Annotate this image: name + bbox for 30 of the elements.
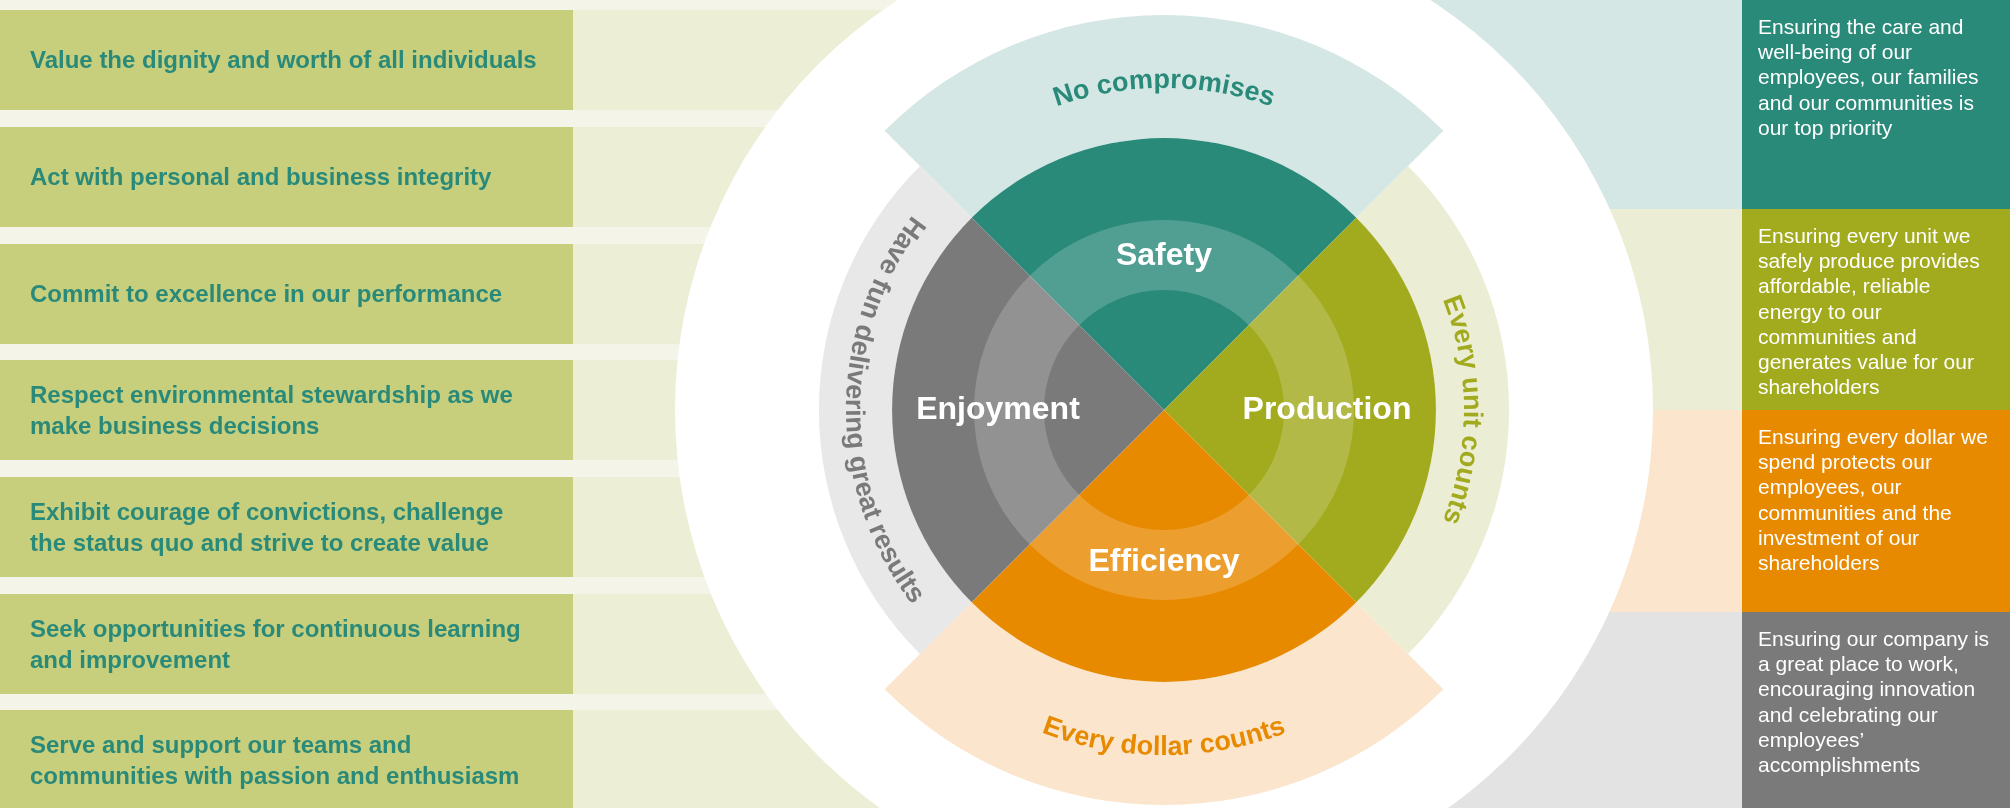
arc-band	[884, 15, 1444, 218]
value-panel	[0, 477, 573, 577]
value-text: Respect environmental stewardship as we make business decisions	[30, 379, 514, 441]
quadrant-label: Production	[1242, 390, 1412, 426]
value-panel	[0, 127, 573, 227]
description-text: Ensuring every unit we safely produce provides affordable, reliable energy to our communities and generates value for our shareholders	[1758, 223, 1981, 400]
value-panel	[0, 10, 573, 110]
description-text: Ensuring the care and well-being of our employees, our families and our communities is our top priority	[1758, 14, 1980, 140]
value-panel	[0, 594, 573, 694]
value-text: Value the dignity and worth of all individuals	[30, 45, 537, 76]
value-panel	[0, 244, 573, 344]
arc-label: No compromises	[1049, 63, 1280, 113]
value-text: Commit to excellence in our performance	[30, 279, 503, 310]
quadrant-label: Safety	[1116, 236, 1212, 272]
description-text: Ensuring every dollar we spend protects our employees, our communities and the investment of our shareholders	[1758, 424, 1989, 576]
quadrant-label: Enjoyment	[916, 390, 1080, 426]
description-panel	[1742, 410, 2010, 612]
arc-label: Every dollar counts	[1039, 710, 1289, 762]
description-panel	[1742, 209, 2010, 410]
value-panel	[0, 360, 573, 460]
value-text: Exhibit courage of convictions, challenge the status quo and strive to create value	[30, 496, 505, 558]
value-panel	[0, 710, 573, 808]
arc-band	[884, 602, 1444, 805]
value-text: Act with personal and business integrity	[30, 162, 492, 193]
value-text: Seek opportunities for continuous learning and improvement	[30, 613, 522, 675]
value-text: Serve and support our teams and communities with passion and enthusiasm	[30, 729, 521, 791]
description-text: Ensuring our company is a great place to work, encouraging innovation and celebrating our employees’ accomplishments	[1758, 626, 1991, 778]
description-panel	[1742, 612, 2010, 808]
quadrant-label: Efficiency	[1088, 542, 1240, 578]
description-panel	[1742, 0, 2010, 209]
